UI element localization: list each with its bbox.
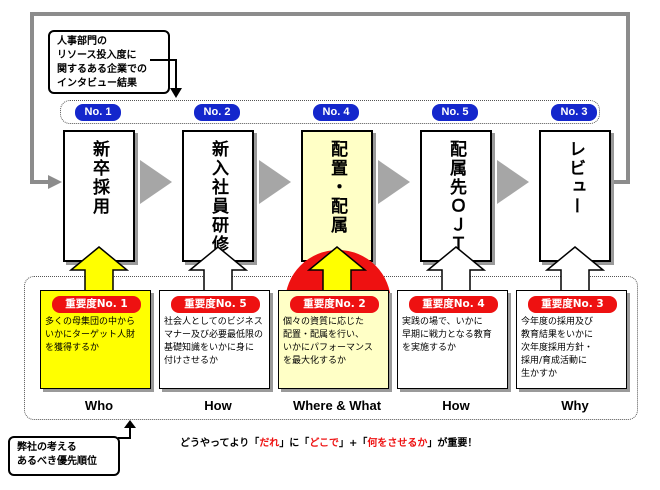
card-line: 個々の資質に応じた [283, 317, 365, 327]
card-text: 個々の資質に応じた 配置・配属を行い、 いかにパフォーマンス を最大化するか [283, 316, 386, 368]
card-text: 今年度の採用及び 教育結果をいかに 次年度採用方針・ 採用/育成活動に 生かすか [521, 316, 624, 381]
priority-badge: 重要度No. 1 [52, 296, 141, 313]
priority-badge: 重要度No. 4 [409, 296, 498, 313]
feedback-arrow-head [48, 175, 62, 189]
up-arrow-icon [188, 246, 248, 292]
column-label-who: Who [84, 398, 114, 413]
step-box-placement: 配置・配属 [301, 130, 373, 262]
chevron-arrow-icon [378, 160, 410, 204]
column-label-how: How [204, 398, 232, 413]
step-badge: No. 3 [551, 104, 597, 121]
feedback-loop-left-stub [30, 180, 50, 184]
step-title: 配属先ＯＪＴ [446, 140, 466, 254]
card-line: いかにターゲット人財 [45, 330, 136, 340]
step-badge: No. 1 [75, 104, 121, 121]
feedback-loop-left [30, 12, 34, 184]
bottom-callout-line: あるべき優先順位 [17, 456, 97, 467]
priority-card: 重要度No. 3 今年度の採用及び 教育結果をいかに 次年度採用方針・ 採用/育… [516, 290, 627, 389]
feedback-loop-right [626, 12, 630, 184]
step-badge: No. 5 [432, 104, 478, 121]
badge-row-frame [60, 100, 600, 124]
chevron-arrow-icon [140, 160, 172, 204]
step-title: レビュー [565, 140, 585, 216]
bottom-callout-connector [118, 420, 136, 439]
top-callout-line: 人事部門の [57, 36, 107, 47]
card-text: 実践の場で、いかに 早期に戦力となる教育 を実施するか [402, 316, 505, 355]
step-box-review: レビュー [539, 130, 611, 262]
card-line: 教育結果をいかに [521, 330, 594, 340]
card-line: いかにパフォーマンス [283, 343, 373, 353]
bottom-callout: 弊社の考える あるべき優先順位 [8, 436, 120, 476]
card-line: 基礎知識をいかに身に [164, 343, 255, 353]
column-label-why: Why [561, 398, 589, 413]
bottom-callout-line: 弊社の考える [17, 442, 77, 453]
step-box-new-hire-training: 新入社員研修 [182, 130, 254, 262]
card-line: 多くの母集団の中から [45, 317, 136, 327]
top-callout: 人事部門の リソース投入度に 関するある企業での インタビュー結果 [48, 30, 170, 94]
card-line: 今年度の採用及び [521, 317, 594, 327]
step-badge: No. 4 [313, 104, 359, 121]
top-callout-line: リソース投入度に [57, 50, 137, 61]
up-arrow-icon [545, 246, 605, 292]
priority-card: 重要度No. 1 多くの母集団の中から いかにターゲット人財 を獲得するか [40, 290, 151, 389]
step-box-ojt: 配属先ＯＪＴ [420, 130, 492, 262]
conclusion-mid1: 」に「 [279, 438, 310, 449]
card-text: 社会人としてのビジネス マナー及び必要最低限の 基礎知識をいかに身に 付けさせる… [164, 316, 267, 368]
priority-badge: 重要度No. 2 [290, 296, 379, 313]
priority-card: 重要度No. 5 社会人としてのビジネス マナー及び必要最低限の 基礎知識をいか… [159, 290, 270, 389]
conclusion-mid2: 」+「 [339, 438, 368, 449]
conclusion-text: どうやってより「だれ」に「どこで」+「何をさせるか」が重要！ [180, 434, 477, 449]
conclusion-prefix: どうやってより「 [180, 438, 260, 449]
up-arrow-icon [69, 246, 129, 292]
up-arrow-icon [307, 246, 367, 292]
card-line: マナー及び必要最低限の [164, 330, 264, 340]
card-line: 次年度採用方針・ [521, 343, 594, 353]
column-label-how: How [442, 398, 470, 413]
feedback-loop-right-stub [610, 180, 630, 184]
conclusion-where: どこで [309, 438, 340, 449]
priority-badge: 重要度No. 5 [171, 296, 260, 313]
step-title: 新入社員研修 [208, 140, 228, 254]
card-line: を実施するか [402, 343, 457, 353]
step-title: 配置・配属 [327, 140, 347, 235]
priority-badge: 重要度No. 3 [528, 296, 617, 313]
conclusion-suffix: 」が重要！ [427, 438, 478, 449]
card-line: 配置・配属を行い、 [283, 330, 365, 340]
feedback-loop-top [30, 12, 630, 16]
top-callout-line: 関するある企業での [57, 64, 147, 75]
card-line: 採用/育成活動に [521, 356, 588, 366]
up-arrow-icon [426, 246, 486, 292]
priority-card: 重要度No. 4 実践の場で、いかに 早期に戦力となる教育 を実施するか [397, 290, 508, 389]
top-callout-connector [150, 59, 182, 98]
priority-card: 重要度No. 2 個々の資質に応じた 配置・配属を行い、 いかにパフォーマンス … [278, 290, 389, 389]
step-badge: No. 2 [194, 104, 240, 121]
chevron-arrow-icon [497, 160, 529, 204]
conclusion-what: 何をさせるか [367, 438, 428, 449]
card-text: 多くの母集団の中から いかにターゲット人財 を獲得するか [45, 316, 148, 355]
column-label-where-what: Where & What [292, 398, 382, 413]
card-line: 生かすか [521, 369, 558, 379]
card-line: を最大化するか [283, 356, 347, 366]
card-line: を獲得するか [45, 343, 100, 353]
chevron-arrow-icon [259, 160, 291, 204]
card-line: 社会人としてのビジネス [164, 317, 263, 327]
card-line: 実践の場で、いかに [402, 317, 483, 327]
conclusion-who: だれ [259, 438, 280, 449]
top-callout-line: インタビュー結果 [57, 78, 137, 89]
step-title: 新卒採用 [89, 140, 109, 216]
card-line: 付けさせるか [164, 356, 219, 366]
card-line: 早期に戦力となる教育 [402, 330, 492, 340]
step-box-recruiting: 新卒採用 [63, 130, 135, 262]
